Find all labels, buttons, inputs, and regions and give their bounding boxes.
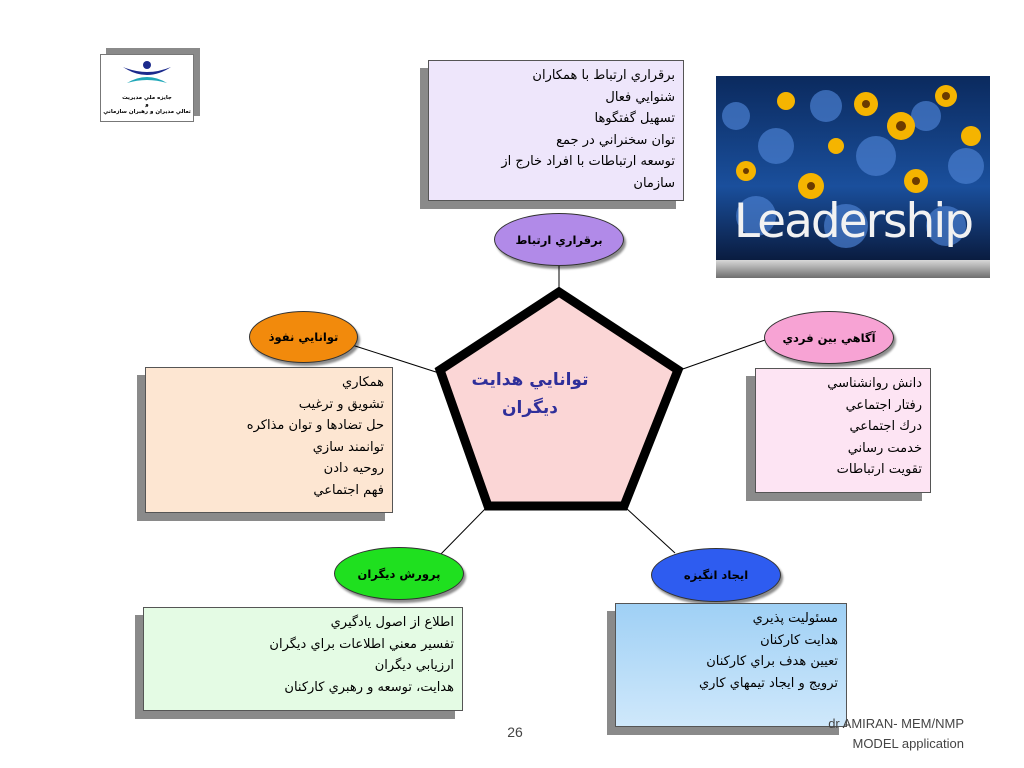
list-item: درك اجتماعي	[849, 419, 922, 434]
logo-emblem-icon	[123, 61, 171, 83]
list-item: ارزيابي ديگران	[374, 658, 454, 673]
list-item: روحيه دادن	[323, 461, 384, 476]
list-item: تشويق و ترغيب	[298, 396, 384, 412]
list-item: همكاري	[342, 375, 384, 390]
list-item: اطلاع از اصول يادگيري	[330, 615, 454, 630]
logo-line3: تعالي مديران و رهبران سازماني	[103, 109, 191, 115]
development-oval: پرورش ديگران	[334, 547, 464, 600]
list-item: توسعه ارتباطات با افراد خارج از	[501, 154, 675, 169]
list-item: مسئوليت پذيري	[752, 611, 838, 626]
list-item: تفسير معني اطلاعات براي ديگران	[269, 636, 454, 652]
footer-credit-line1: dr AMIRAN- MEM/NMP	[828, 716, 964, 731]
list-item: هدايت، توسعه و رهبري كاركنان	[284, 679, 454, 695]
list-item: دانش روانشناسي	[827, 376, 922, 391]
list-item: حل تضادها و توان مذاكره	[246, 418, 384, 433]
logo-text: جايزه ملي مديريت و تعالي مديران و رهبران…	[101, 95, 193, 116]
interpersonal-items-box: دانش روانشناسي رفتار اجتماعي درك اجتماعي…	[755, 368, 931, 493]
communication-oval: برقراري ارتباط	[494, 213, 624, 266]
organization-logo: جايزه ملي مديريت و تعالي مديران و رهبران…	[100, 54, 194, 122]
list-item: هدايت كاركنان	[760, 632, 838, 648]
connector-development	[437, 507, 487, 558]
footer-credit: dr AMIRAN- MEM/NMP MODEL application	[760, 714, 964, 754]
list-item: ترويج و ايجاد تيمهاي كاري	[698, 675, 838, 691]
logo-line1: جايزه ملي مديريت	[122, 95, 172, 101]
connector-motivation	[625, 507, 676, 554]
influence-items-box: همكاري تشويق و ترغيب حل تضادها و توان مذ…	[145, 367, 393, 513]
list-item: خدمت رساني	[847, 440, 922, 456]
communication-items-box: برقراري ارتباط با همكاران شنوايي فعال تس…	[428, 60, 684, 201]
list-item: فهم اجتماعي	[313, 482, 384, 498]
connector-influence	[351, 344, 440, 374]
center-pentagon	[434, 286, 684, 511]
list-item: شنوايي فعال	[605, 89, 675, 105]
logo-line2: و	[145, 102, 149, 108]
center-title-line2: ديگران	[502, 398, 558, 418]
list-item: تقويت ارتباطات	[836, 462, 922, 477]
influence-oval: توانايي نفوذ	[249, 311, 358, 363]
leadership-image: Leadership	[716, 76, 990, 278]
page-number: 26	[507, 724, 523, 740]
list-item: رفتار اجتماعي	[845, 397, 922, 413]
connector-interpersonal	[679, 339, 766, 371]
footer-credit-line2: MODEL application	[852, 736, 964, 751]
list-item: توان سخنراني در جمع	[556, 132, 675, 148]
motivation-items-box: مسئوليت پذيري هدايت كاركنان تعيين هدف بر…	[615, 603, 847, 727]
list-item: تعيين هدف براي كاركنان	[706, 654, 838, 669]
development-items-box: اطلاع از اصول يادگيري تفسير معني اطلاعات…	[143, 607, 463, 711]
list-item: سازمان	[633, 175, 675, 191]
motivation-oval: ايجاد انگيزه	[651, 548, 781, 602]
interpersonal-oval: آگاهي بين فردي	[764, 311, 894, 364]
leadership-caption: Leadership	[733, 194, 974, 249]
center-title: توانايي هدايت ديگران	[470, 366, 590, 422]
flowers-image	[716, 76, 990, 278]
list-item: توانمند سازي	[312, 439, 384, 455]
list-item: تسهيل گفتگوها	[594, 111, 675, 126]
center-title-line1: توانايي هدايت	[471, 370, 589, 390]
list-item: برقراري ارتباط با همكاران	[532, 68, 675, 83]
